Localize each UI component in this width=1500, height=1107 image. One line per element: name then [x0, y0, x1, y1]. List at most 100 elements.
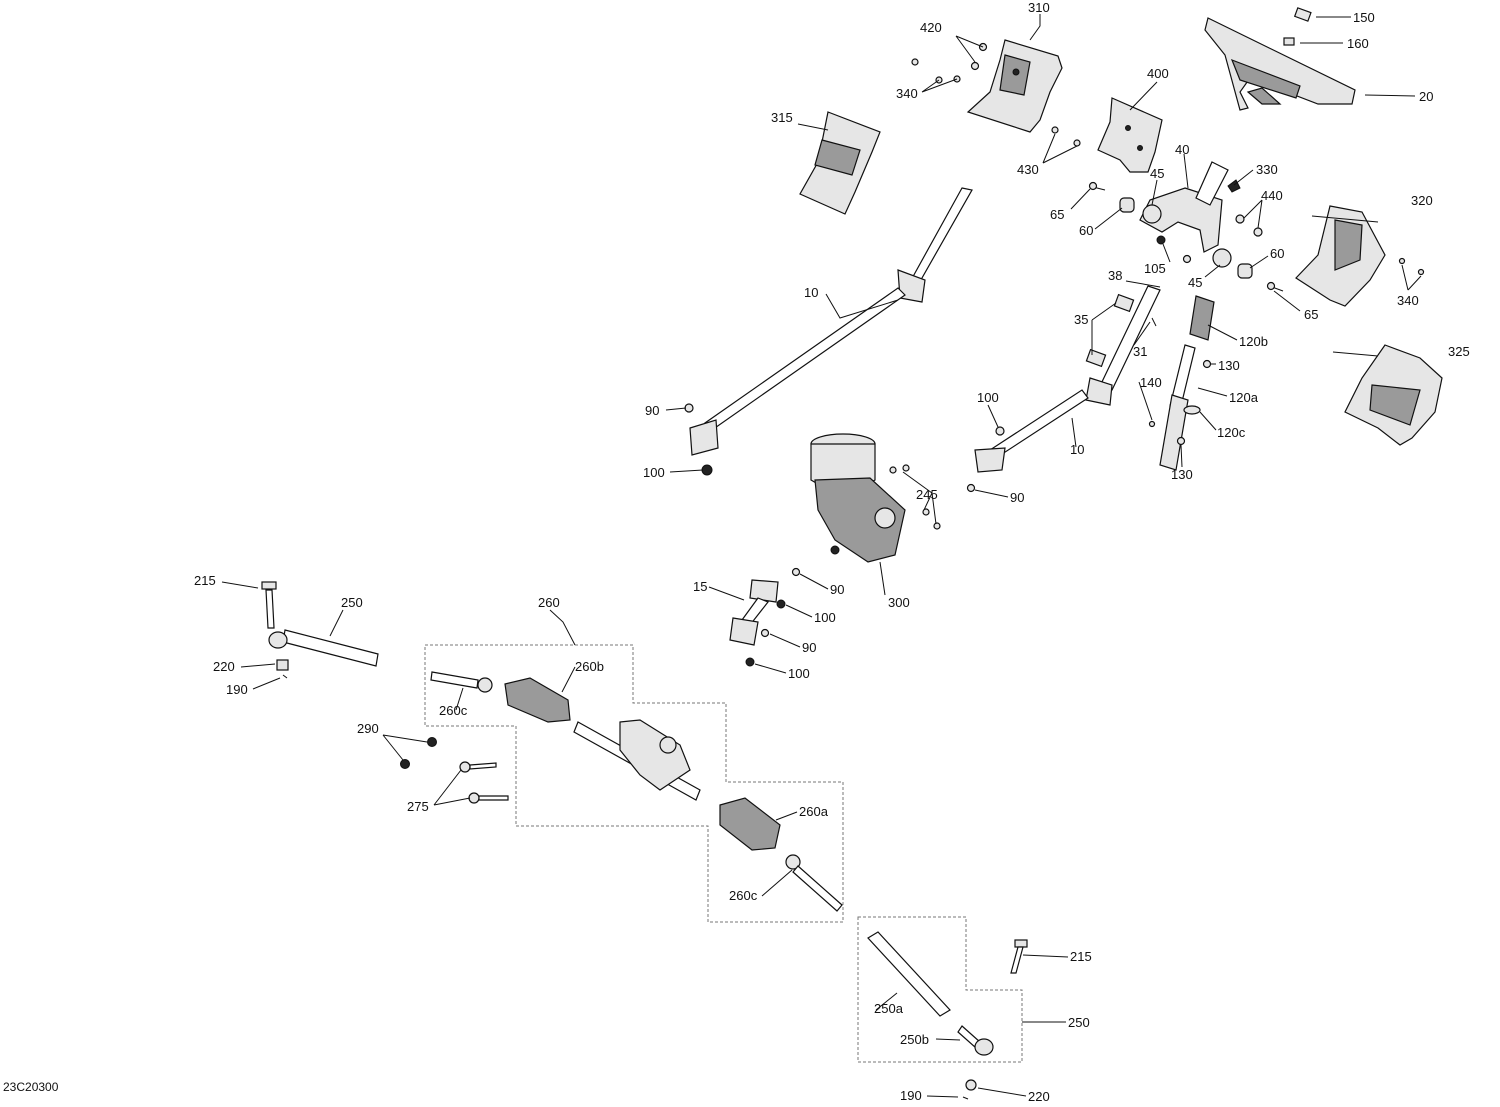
boot-260b [504, 677, 571, 723]
tie-rod-kit-box [857, 916, 1023, 1063]
bolt-90a [684, 403, 694, 413]
tie-rod-250a [867, 931, 951, 1017]
nut-100a [701, 464, 713, 476]
callout-130-lower: 130 [1171, 467, 1193, 482]
callout-245: 245 [916, 487, 938, 502]
screw-430a [1051, 126, 1059, 134]
tie-rod-left-250 [261, 581, 379, 667]
bolt-130a [1202, 359, 1212, 369]
ring-120c [1183, 405, 1201, 415]
spacer-60b [1237, 263, 1253, 279]
rack-kit-box [424, 644, 844, 923]
tie-rod-end-250b [957, 1025, 994, 1056]
callout-65-left: 65 [1050, 207, 1064, 222]
lower-shaft-15 [729, 579, 779, 646]
washer-440a [1235, 214, 1245, 224]
callout-260c-lower: 260c [729, 888, 758, 903]
callout-250b: 250b [900, 1032, 929, 1047]
callout-160: 160 [1347, 36, 1369, 51]
screw-340d [1398, 257, 1406, 265]
callout-150: 150 [1353, 10, 1375, 25]
callout-310: 310 [1028, 0, 1050, 15]
screw-420b [970, 61, 980, 71]
nut-220a [276, 659, 289, 671]
callout-260: 260 [538, 595, 560, 610]
bushing-45b [1212, 248, 1232, 268]
callout-250-left: 250 [341, 595, 363, 610]
washer-440b [1253, 227, 1263, 237]
callout-340-top: 340 [896, 86, 918, 101]
callout-340-right: 340 [1397, 293, 1419, 308]
callout-100-lower-b: 100 [788, 666, 810, 681]
callout-215-left: 215 [194, 573, 216, 588]
bushing-35b [1085, 348, 1107, 368]
cotter-190a [282, 674, 288, 679]
callout-45-lower: 45 [1188, 275, 1202, 290]
callout-38: 38 [1108, 268, 1122, 283]
callout-40: 40 [1175, 142, 1189, 157]
callout-105: 105 [1144, 261, 1166, 276]
callout-220-left: 220 [213, 659, 235, 674]
diagram-code: 23C20300 [3, 1080, 59, 1094]
power-steering-unit-300 [810, 433, 906, 563]
callout-315: 315 [771, 110, 793, 125]
column-tube-upper [1195, 161, 1229, 206]
steering-wheel [1204, 17, 1356, 111]
screw-245d [933, 522, 941, 530]
nut-105b [1182, 254, 1192, 264]
intermediate-shaft-10b [974, 377, 1113, 473]
callout-300: 300 [888, 595, 910, 610]
intermediate-shaft-10a [689, 187, 973, 456]
wheel-cap-150 [1293, 7, 1312, 22]
cotter-190b [962, 1096, 969, 1100]
callout-250-right: 250 [1068, 1015, 1090, 1030]
bracket-400 [1097, 97, 1163, 173]
callout-440: 440 [1261, 188, 1283, 203]
screw-340c [911, 58, 919, 66]
callout-45-upper: 45 [1150, 166, 1164, 181]
nut-100d [745, 657, 755, 667]
nut-105a [1156, 235, 1166, 245]
bushing-45a [1142, 204, 1162, 224]
callout-325: 325 [1448, 344, 1470, 359]
callout-10-center: 10 [1070, 442, 1084, 457]
wheel-clip-160 [1283, 37, 1295, 46]
callout-120b: 120b [1239, 334, 1268, 349]
screw-245a [889, 466, 897, 474]
callout-260b: 260b [575, 659, 604, 674]
nut-220b [965, 1079, 977, 1091]
callout-65-right: 65 [1304, 307, 1318, 322]
callout-60-left: 60 [1079, 223, 1093, 238]
callout-31: 31 [1133, 344, 1147, 359]
nut-100c [776, 599, 786, 609]
callout-140: 140 [1140, 375, 1162, 390]
callout-60-right: 60 [1270, 246, 1284, 261]
callout-250a: 250a [874, 1001, 904, 1016]
callout-190-left: 190 [226, 682, 248, 697]
column-cover-310 [966, 39, 1063, 133]
pin-140 [1148, 420, 1156, 428]
callout-10-left: 10 [804, 285, 818, 300]
callout-100-center: 100 [977, 390, 999, 405]
steering-rack [573, 719, 701, 801]
bolt-90b [966, 483, 976, 493]
spacer-60a [1119, 197, 1135, 213]
bushing-35a [1113, 293, 1135, 313]
screw-340e [1417, 268, 1425, 276]
bolt-215b [1010, 939, 1028, 974]
callout-215-right: 215 [1070, 949, 1092, 964]
leader-lines [221, 14, 1422, 1098]
callout-220-right: 220 [1028, 1089, 1050, 1104]
callout-320: 320 [1411, 193, 1433, 208]
callout-120a: 120a [1229, 390, 1259, 405]
callout-190-right: 190 [900, 1088, 922, 1103]
callout-430: 430 [1017, 162, 1039, 177]
callout-100-lower-a: 100 [814, 610, 836, 625]
gas-spring-120 [1159, 295, 1215, 471]
bolt-90d [760, 628, 770, 638]
tie-rod-end-260c-a [430, 671, 493, 693]
bolt-275b [468, 792, 509, 804]
callout-90-lower-b: 90 [802, 640, 816, 655]
callout-35: 35 [1074, 312, 1088, 327]
bolt-290b [400, 759, 410, 769]
